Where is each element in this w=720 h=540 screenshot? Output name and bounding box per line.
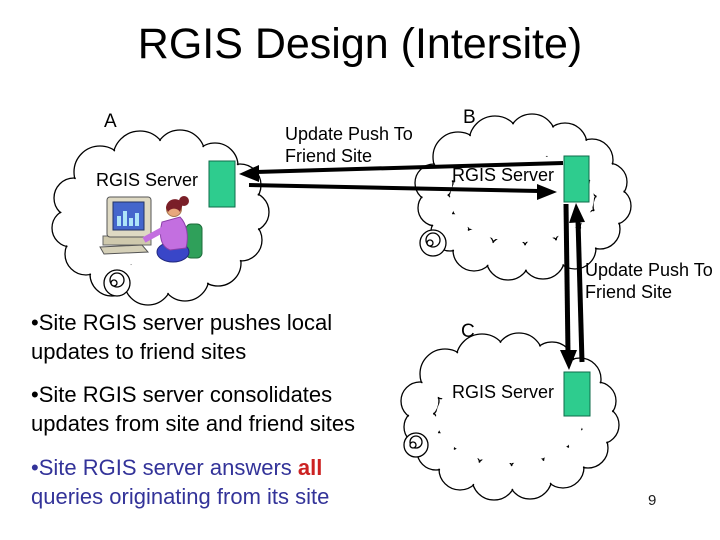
bullet-3-char: • xyxy=(31,455,39,480)
server-box-a xyxy=(208,160,236,208)
arrow-b-to-a xyxy=(239,161,564,182)
cloud-c-label: C xyxy=(461,321,475,342)
cloud-b-label: B xyxy=(463,107,476,128)
cloud-c-tail-curl xyxy=(403,432,429,458)
bullet-1: •Site RGIS server pushes local updates t… xyxy=(31,308,389,366)
bullet-3-text-post: queries originating from its site xyxy=(31,484,330,509)
bullet-1-text: Site RGIS server pushes local updates to… xyxy=(31,310,333,364)
rgis-server-label-b: RGIS Server xyxy=(452,165,555,185)
server-box-c xyxy=(563,371,591,417)
cloud-a-fill xyxy=(53,131,268,304)
bullet-1-char: • xyxy=(31,310,39,335)
bullet-2-text: Site RGIS server consolidates updates fr… xyxy=(31,382,356,436)
bullet-2-char: • xyxy=(31,382,39,407)
arrow-label-bc: Update Push To Friend Site xyxy=(585,260,713,302)
cloud-b-tail-curl xyxy=(419,229,447,257)
arrow-a-to-b xyxy=(248,183,557,200)
person-at-computer-clipart xyxy=(99,196,203,263)
bullet-3-text-pre: Site RGIS server answers xyxy=(38,455,298,480)
cloud-a-label: A xyxy=(104,111,117,132)
page-number: 9 xyxy=(648,492,657,509)
bullet-2: •Site RGIS server consolidates updates f… xyxy=(31,380,389,438)
rgis-server-label-a: RGIS Server xyxy=(96,170,199,190)
cloud-a-tail-curl xyxy=(103,269,131,297)
slide-title: RGIS Design (Intersite) xyxy=(137,20,583,68)
bullet-3: •Site RGIS server answers all queries or… xyxy=(31,453,389,511)
rgis-server-label-c: RGIS Server xyxy=(452,382,555,402)
server-box-b xyxy=(563,155,590,203)
arrow-b-to-c xyxy=(560,203,577,370)
arrow-label-ab: Update Push To Friend Site xyxy=(285,124,413,166)
arrow-c-to-b xyxy=(569,203,585,363)
bullet-3-highlight: all xyxy=(297,455,323,480)
